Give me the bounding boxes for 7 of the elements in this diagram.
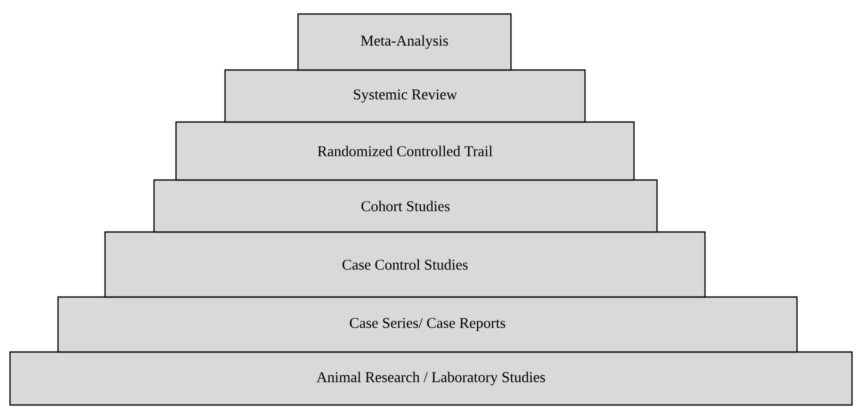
level-box: Cohort Studies	[153, 179, 658, 233]
level-box: Systemic Review	[224, 69, 586, 123]
level-box: Case Series/ Case Reports	[57, 296, 798, 353]
level-box: Randomized Controlled Trail	[175, 121, 635, 181]
level-box: Case Control Studies	[104, 231, 706, 298]
level-box: Animal Research / Laboratory Studies	[9, 351, 853, 406]
level-box: Meta-Analysis	[297, 13, 512, 71]
